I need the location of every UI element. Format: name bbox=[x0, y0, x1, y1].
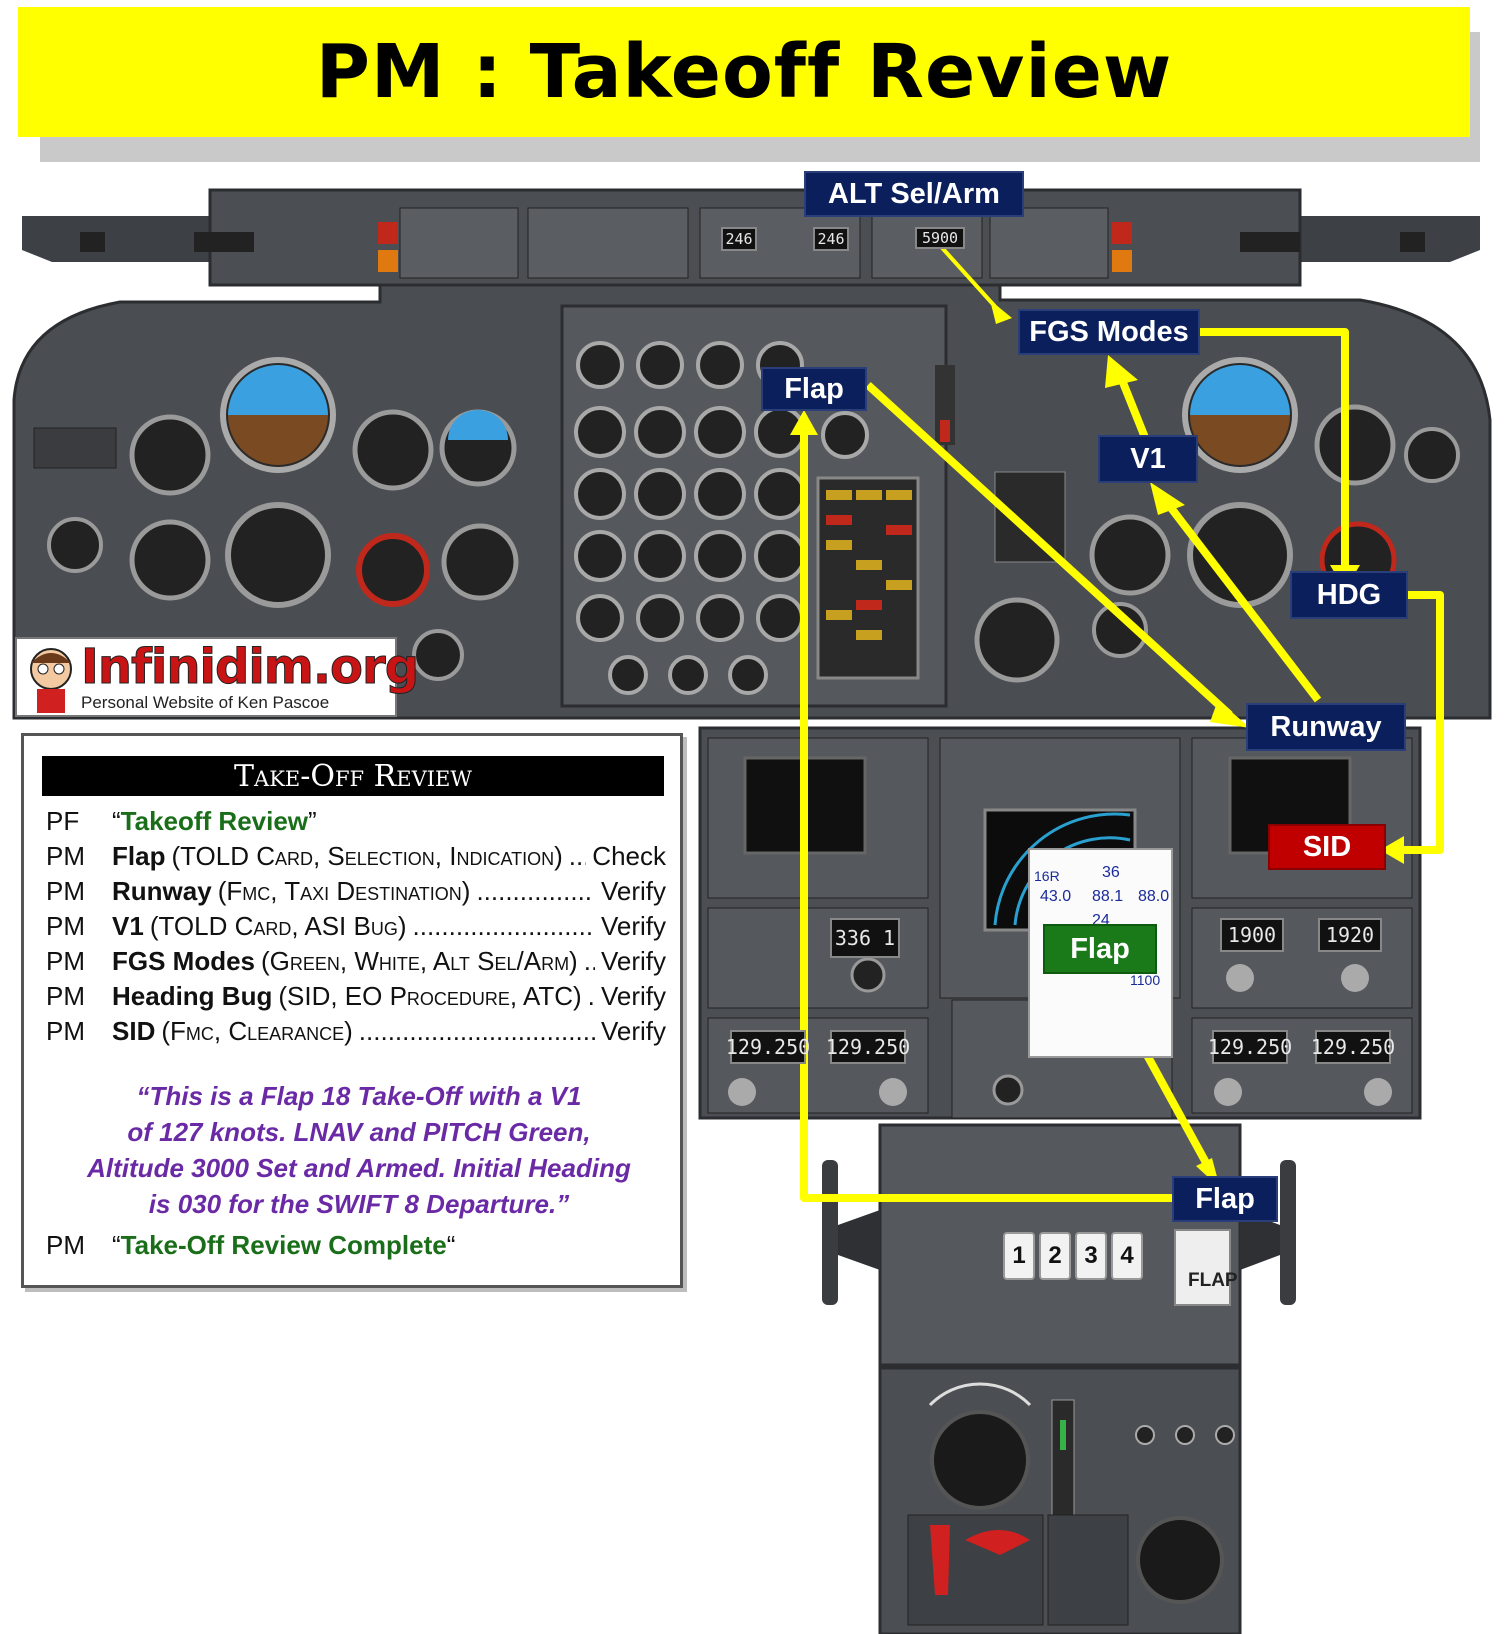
quote-close: “ bbox=[446, 1229, 456, 1260]
row-role: PM bbox=[46, 910, 85, 941]
script-line: of 127 knots. LNAV and PITCH Green, bbox=[127, 1117, 591, 1147]
row-role: PM bbox=[46, 1229, 85, 1260]
review-row-runway: PM Runway (Fmc, Taxi Destination) ......… bbox=[46, 874, 666, 908]
callout-alt-sel-arm: ALT Sel/Arm bbox=[804, 171, 1024, 217]
adf2-readout: 1920 bbox=[1318, 918, 1382, 952]
script-line: is 030 for the SWIFT 8 Departure.” bbox=[148, 1189, 570, 1219]
review-row-v1: PM V1 (TOLD Card, ASI Bug) .............… bbox=[46, 909, 666, 943]
row-action: Verify bbox=[600, 875, 666, 906]
told-rwy: 16R bbox=[1034, 868, 1060, 884]
row-leader: ... bbox=[583, 945, 595, 976]
quote-open: “ bbox=[112, 805, 121, 836]
row-detail: (SID, EO Procedure, ATC) bbox=[278, 980, 582, 1011]
row-leader: ..... bbox=[568, 840, 587, 871]
row-detail: (Fmc, Taxi Destination) bbox=[217, 875, 471, 906]
row-role: PM bbox=[46, 980, 85, 1011]
row-item: Flap bbox=[112, 840, 166, 871]
row-leader: .......................... bbox=[412, 910, 595, 941]
logo-tagline: Personal Website of Ken Pascoe bbox=[81, 693, 330, 712]
script-line: “This is a Flap 18 Take-Off with a V1 bbox=[136, 1081, 582, 1111]
row-item: V1 bbox=[112, 910, 144, 941]
row-quote: Takeoff Review bbox=[120, 805, 309, 836]
row-detail: (TOLD Card, ASI Bug) bbox=[149, 910, 407, 941]
told-temp: 36 bbox=[1102, 864, 1120, 881]
row-role: PM bbox=[46, 945, 85, 976]
infinidim-logo: Infinidim.org Personal Website of Ken Pa… bbox=[15, 637, 420, 717]
adf1-readout: 1900 bbox=[1220, 918, 1284, 952]
flap-handle-label[interactable]: FLAP bbox=[1188, 1270, 1238, 1291]
told-alt: 1100 bbox=[1130, 972, 1161, 988]
row-action: Verify bbox=[600, 945, 666, 976]
callout-v1: V1 bbox=[1098, 435, 1198, 483]
row-role: PM bbox=[46, 840, 85, 871]
vhf-left-active: 129.250 bbox=[726, 1030, 810, 1064]
callout-flap-panel: Flap bbox=[761, 367, 867, 411]
card-heading: Take-Off Review bbox=[42, 756, 664, 796]
vhf-left-standby: 129.250 bbox=[826, 1030, 910, 1064]
caricature-icon bbox=[30, 648, 72, 713]
row-quote: Take-Off Review Complete bbox=[120, 1229, 447, 1260]
row-item: Heading Bug bbox=[112, 980, 273, 1011]
callout-arrows bbox=[800, 238, 1444, 1202]
row-leader: ................................. bbox=[358, 1015, 595, 1046]
quote-close: ” bbox=[308, 805, 317, 836]
page-title: PM : Takeoff Review bbox=[315, 29, 1173, 115]
row-action: Check bbox=[592, 840, 666, 871]
review-row-sid: PM SID (Fmc, Clearance) ................… bbox=[46, 1014, 666, 1048]
course-left-readout: 246 bbox=[721, 227, 757, 251]
row-leader: ...... bbox=[587, 980, 595, 1011]
row-item: SID bbox=[112, 1015, 156, 1046]
row-action: Verify bbox=[600, 980, 666, 1011]
review-row-complete: PM “Take-Off Review Complete“ bbox=[46, 1228, 666, 1262]
callout-fgs-modes: FGS Modes bbox=[1018, 309, 1200, 355]
row-detail: (Fmc, Clearance) bbox=[161, 1015, 353, 1046]
callout-flap-told: Flap bbox=[1043, 924, 1157, 974]
row-detail: (Green, White, Alt Sel/Arm) bbox=[261, 945, 578, 976]
takeoff-review-card: Take-Off Review PF “Takeoff Review” PM F… bbox=[21, 733, 683, 1288]
script-line: Altitude 3000 Set and Armed. Initial Hea… bbox=[87, 1153, 631, 1183]
logo-name: Infinidim.org bbox=[80, 639, 419, 696]
row-action: Verify bbox=[600, 910, 666, 941]
vhf-right-active: 129.250 bbox=[1208, 1030, 1292, 1064]
callout-flap-lever: Flap bbox=[1172, 1176, 1278, 1222]
told-v1: 43.0 bbox=[1040, 888, 1072, 905]
quote-open: “ bbox=[112, 1229, 121, 1260]
alt-sel-readout: 5900 bbox=[915, 227, 965, 249]
review-row-pf: PF “Takeoff Review” bbox=[46, 804, 666, 838]
row-item: Runway bbox=[112, 875, 212, 906]
row-detail: (TOLD Card, Selection, Indication) bbox=[171, 840, 563, 871]
review-row-heading-bug: PM Heading Bug (SID, EO Procedure, ATC) … bbox=[46, 979, 666, 1013]
briefing-script: “This is a Flap 18 Take-Off with a V1 of… bbox=[54, 1078, 664, 1222]
throttle-1[interactable]: 1 bbox=[1003, 1232, 1035, 1280]
told-v2: 88.0 bbox=[1138, 888, 1170, 905]
row-leader: ................ bbox=[476, 875, 593, 906]
callout-runway: Runway bbox=[1246, 703, 1406, 751]
throttle-3[interactable]: 3 bbox=[1075, 1232, 1107, 1280]
throttle-2[interactable]: 2 bbox=[1039, 1232, 1071, 1280]
row-role: PF bbox=[46, 805, 80, 836]
row-role: PM bbox=[46, 1015, 85, 1046]
row-action: Verify bbox=[600, 1015, 666, 1046]
row-role: PM bbox=[46, 875, 85, 906]
vhf-right-standby: 129.250 bbox=[1311, 1030, 1395, 1064]
throttle-4[interactable]: 4 bbox=[1111, 1232, 1143, 1280]
callout-sid: SID bbox=[1268, 824, 1386, 870]
row-item: FGS Modes bbox=[112, 945, 256, 976]
callout-hdg: HDG bbox=[1290, 571, 1408, 619]
course-right-readout: 246 bbox=[813, 227, 849, 251]
review-row-fgs-modes: PM FGS Modes (Green, White, Alt Sel/Arm)… bbox=[46, 944, 666, 978]
title-banner: PM : Takeoff Review bbox=[18, 7, 1470, 137]
review-row-flap: PM Flap (TOLD Card, Selection, Indicatio… bbox=[46, 839, 666, 873]
told-vr: 88.1 bbox=[1092, 888, 1124, 905]
atc-transponder-readout: 336 1 bbox=[830, 918, 900, 958]
